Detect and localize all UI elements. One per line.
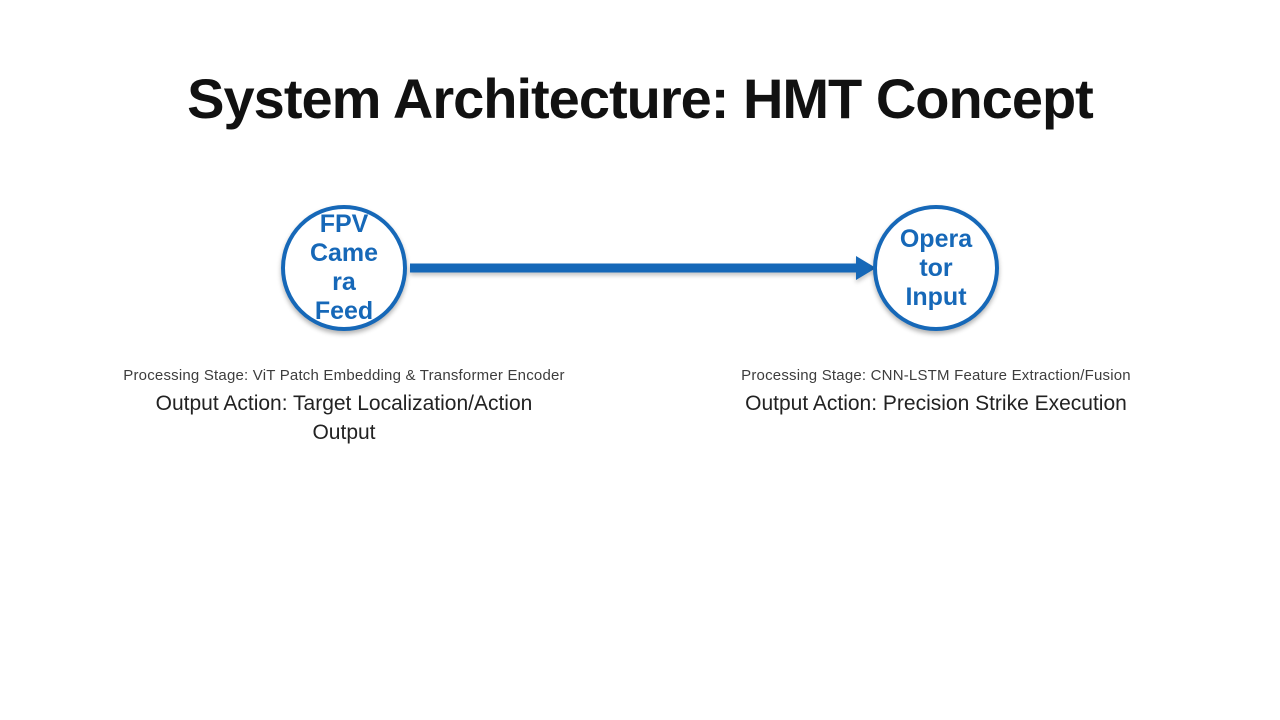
connector-arrow-icon [410,256,876,280]
caption-fpv-camera-feed: Processing Stage: ViT Patch Embedding & … [64,364,624,447]
node-operator-input-label: Opera tor Input [899,224,973,311]
output-action-text: Output Action: Target Localization/Actio… [155,392,533,444]
node-fpv-camera-feed: FPV Came ra Feed [281,205,407,331]
node-operator-input: Opera tor Input [873,205,999,331]
output-action-text: Output Action: Precision Strike Executio… [745,392,1127,415]
processing-stage-text: Processing Stage: ViT Patch Embedding & … [123,367,565,384]
slide-title: System Architecture: HMT Concept [187,67,1094,130]
node-fpv-camera-feed-label: FPV Came ra Feed [309,210,379,325]
caption-operator-input: Processing Stage: CNN-LSTM Feature Extra… [656,364,1216,418]
processing-stage-text: Processing Stage: CNN-LSTM Feature Extra… [741,367,1131,384]
